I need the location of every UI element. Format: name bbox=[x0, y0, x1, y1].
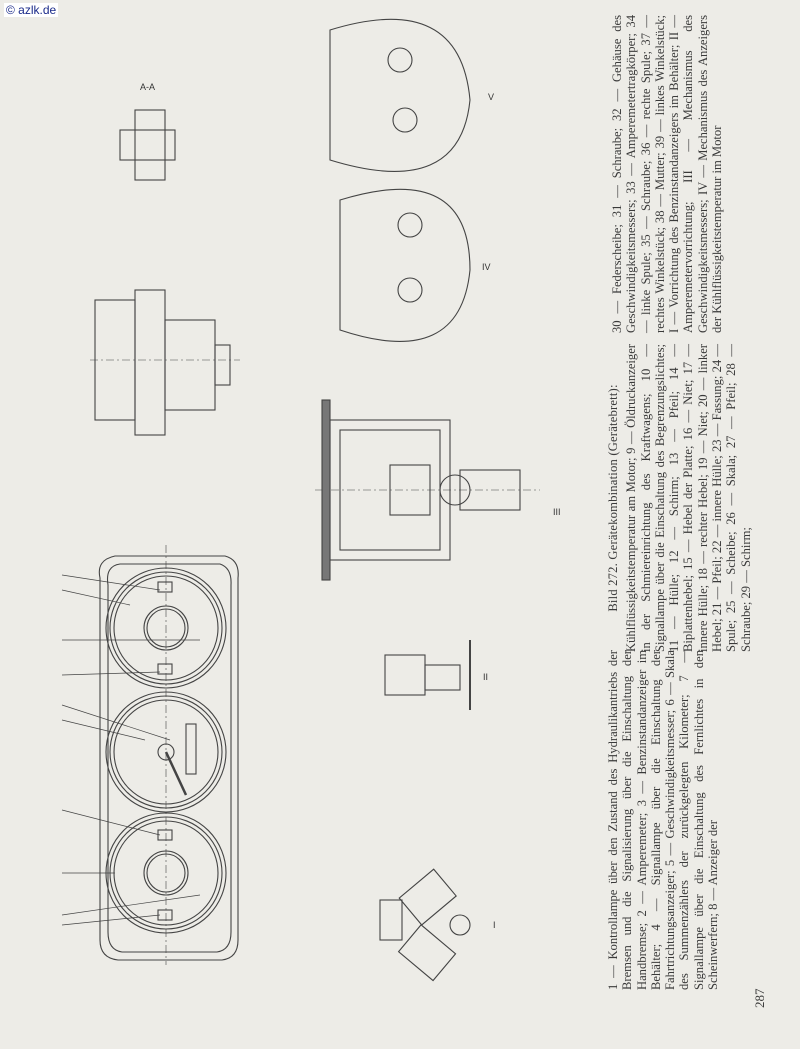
label-IV: IV bbox=[482, 262, 491, 272]
page-number: 287 bbox=[752, 988, 767, 1009]
legend-text-2: Kühlflüssigkeitstemperatur am Motor; 9 —… bbox=[624, 344, 753, 652]
speedometer-mechanism-drawing bbox=[315, 399, 540, 581]
label-II: II bbox=[483, 672, 488, 682]
ammeter-device-drawing bbox=[384, 640, 471, 710]
instrument-cluster-drawing bbox=[61, 545, 239, 965]
fuel-gauge-device-drawing bbox=[379, 868, 471, 982]
label-III: III bbox=[553, 507, 561, 517]
temperature-mechanism-drawing bbox=[329, 18, 471, 342]
legend-text-1: 1 — Kontrollampe über den Zustand des Hy… bbox=[606, 650, 721, 990]
watermark: © azlk.de bbox=[4, 3, 59, 17]
legend-column-2: Bild 272. Gerätekombination (Gerätebrett… bbox=[606, 344, 754, 652]
side-view-drawing bbox=[90, 109, 240, 436]
figure-title: Bild 272. Gerätekombination (Gerätebrett… bbox=[606, 384, 620, 612]
legend-column-3: 30 — Federscheibe; 31 — Schraube; 32 — G… bbox=[610, 15, 740, 333]
label-section: A-A bbox=[140, 82, 155, 92]
label-I: I bbox=[493, 920, 496, 930]
legend-text-3: 30 — Federscheibe; 31 — Schraube; 32 — G… bbox=[610, 15, 725, 333]
legend-column-1: 1 — Kontrollampe über den Zustand des Hy… bbox=[606, 650, 751, 990]
label-V: V bbox=[488, 92, 494, 102]
